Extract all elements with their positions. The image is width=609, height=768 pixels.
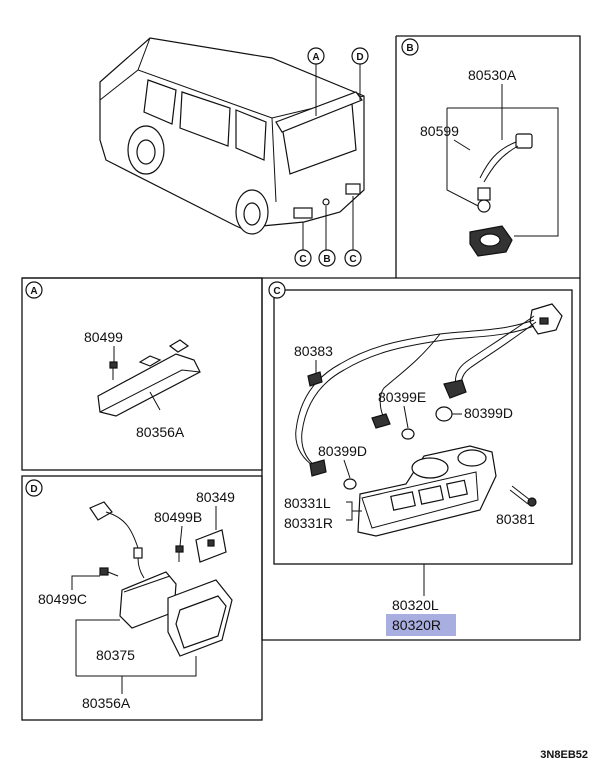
label-80320L: 80320L <box>392 597 439 613</box>
callout-c-vehicle-right: C <box>344 249 362 267</box>
callout-a-vehicle: A <box>307 47 325 65</box>
label-80499B: 80499B <box>154 509 202 525</box>
van-illustration <box>99 37 365 250</box>
label-80399D-left: 80399D <box>318 443 367 459</box>
label-80349: 80349 <box>196 489 235 505</box>
callout-c-vehicle-left: C <box>294 249 312 267</box>
label-80331L: 80331L <box>284 495 331 511</box>
label-80375: 80375 <box>96 647 135 663</box>
svg-text:B: B <box>323 254 330 265</box>
section-d: D 80349 80499B 80499C 80375 80356A <box>25 479 235 711</box>
label-80383: 80383 <box>294 343 333 359</box>
section-a: A 80499 80356A <box>25 281 201 440</box>
section-frames <box>21 35 581 721</box>
svg-text:C: C <box>349 254 356 265</box>
label-80530A: 80530A <box>468 67 517 83</box>
label-80499C: 80499C <box>38 591 87 607</box>
label-80356A-d: 80356A <box>82 695 131 711</box>
svg-text:D: D <box>356 52 363 63</box>
svg-text:C: C <box>299 254 306 265</box>
section-c: C 80383 80399E 80399D 80399D <box>268 281 563 636</box>
label-80499-a: 80499 <box>84 329 123 345</box>
callout-d-vehicle: D <box>351 47 369 65</box>
diagram-code: 3N8EB52 <box>540 749 588 761</box>
label-80399D-right: 80399D <box>464 405 513 421</box>
callout-b-vehicle: B <box>318 249 336 267</box>
label-80356A-a: 80356A <box>136 424 185 440</box>
section-b-marker: B <box>406 43 413 54</box>
highlight-80320R <box>386 614 456 636</box>
label-80331R: 80331R <box>284 515 333 531</box>
section-d-marker: D <box>30 484 37 495</box>
label-80399E: 80399E <box>378 389 426 405</box>
section-a-marker: A <box>30 286 37 297</box>
section-b: B 80530A 80599 <box>401 38 559 257</box>
label-80320R: 80320R <box>392 617 441 633</box>
label-80381: 80381 <box>496 511 535 527</box>
section-c-marker: C <box>273 286 280 297</box>
label-80599: 80599 <box>420 123 459 139</box>
svg-text:A: A <box>312 52 319 63</box>
